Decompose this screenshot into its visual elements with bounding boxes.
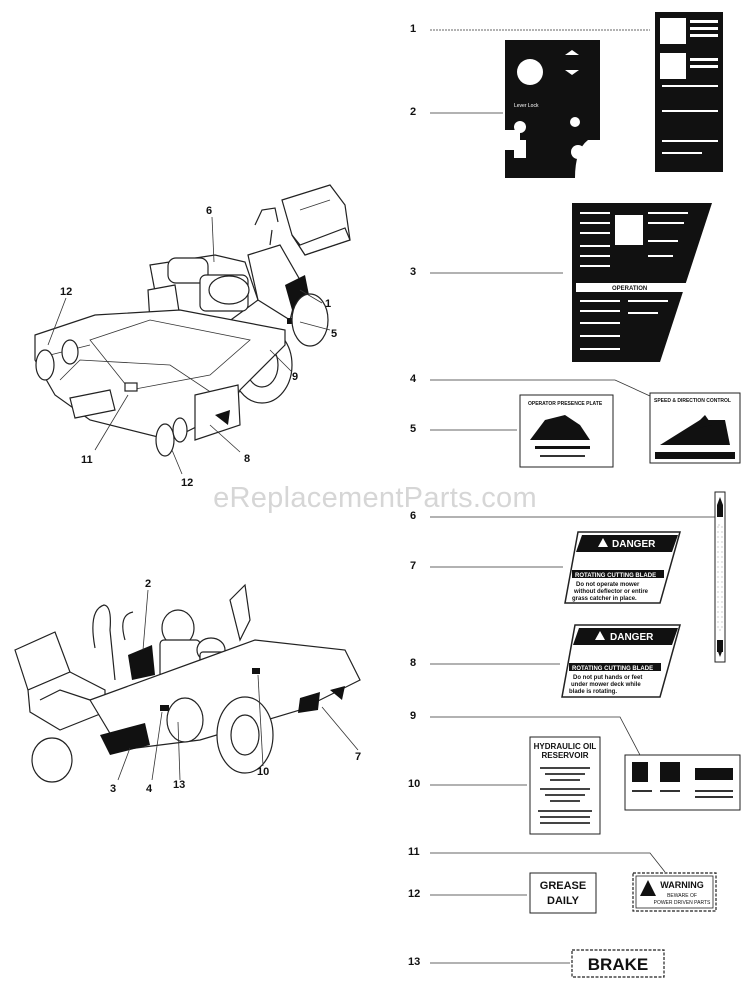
decal-3: OPERATION [572,203,712,362]
decal-7-line1: ROTATING CUTTING BLADE [575,573,656,579]
callout-bottom-10: 10 [257,766,270,778]
decal-4-title: SPEED & DIRECTION CONTROL [654,398,731,404]
decal-1 [655,12,723,172]
decal-number-4: 4 [410,373,417,385]
decal-number-10: 10 [408,778,421,790]
decal-9 [624,754,741,811]
decal-2-lever-label: Lever Lock [514,103,539,109]
callout-top-9: 9 [292,371,299,383]
decal-11: WARNING BEWARE OF POWER DRIVEN PARTS [632,872,717,912]
decal-number-13: 13 [408,956,421,968]
decal-8-title: DANGER [610,632,654,643]
mower-illustration-front [34,184,351,475]
decal-number-2: 2 [410,106,417,118]
callout-bottom-7: 7 [355,751,362,763]
callout-bottom-4: 4 [146,783,153,795]
decal-10-line1: HYDRAULIC OIL [534,742,597,751]
decal-8-line2: Do not put hands or feet [573,675,642,681]
decal-10-line2: RESERVOIR [542,751,589,760]
decal-number-5: 5 [410,423,417,435]
callout-top-1: 1 [325,298,332,310]
decal-number-7: 7 [410,560,417,572]
mower-illustration-rear [14,583,361,783]
decal-number-12: 12 [408,888,421,900]
callout-top-11: 11 [81,454,93,466]
decal-12: GREASE DAILY [529,872,597,914]
watermark: eReplacementParts.com [213,482,537,514]
decal-4: SPEED & DIRECTION CONTROL [649,392,741,464]
decal-number-1: 1 [410,23,417,35]
callout-top-5: 5 [331,328,338,340]
decal-number-6: 6 [410,510,417,522]
decal-leader-lines [430,29,715,964]
decal-10: HYDRAULIC OIL RESERVOIR [529,736,601,835]
callout-top-6: 6 [206,205,213,217]
decal-number-3: 3 [410,266,417,278]
decal-11-line1: BEWARE OF [667,893,697,899]
callout-top-12b: 12 [181,477,194,489]
decal-8-line1: ROTATING CUTTING BLADE [572,666,653,672]
decal-7-line4: grass catcher in place. [572,596,637,602]
decal-8-line4: blade is rotating. [569,689,617,695]
decal-7: DANGER ROTATING CUTTING BLADE Do not ope… [564,531,681,604]
callout-top-12a: 12 [60,286,73,298]
decal-5-title: OPERATOR PRESENCE PLATE [528,401,603,407]
decal-5: OPERATOR PRESENCE PLATE [519,394,614,468]
callout-bottom-13: 13 [173,779,186,791]
callout-top-8: 8 [244,453,251,465]
decal-13-label: BRAKE [588,955,648,974]
decal-12-line2: DAILY [547,895,580,907]
decal-6 [714,491,726,663]
callout-bottom-3: 3 [110,783,117,795]
decal-8-line3: under mower deck while [571,682,641,688]
decal-2: Lever Lock [505,40,600,178]
decal-number-9: 9 [410,710,417,722]
decal-11-title: WARNING [660,880,704,890]
decal-number-11: 11 [408,846,420,858]
decal-7-line3: without deflector or entire [573,589,649,595]
decal-8: DANGER ROTATING CUTTING BLADE Do not put… [561,624,681,698]
decal-7-line2: Do not operate mower [576,582,640,588]
decal-12-line1: GREASE [540,880,586,892]
decal-3-header: OPERATION [612,286,647,292]
decal-7-title: DANGER [612,539,656,550]
decal-13: BRAKE [571,949,665,978]
decal-11-line2: POWER DRIVEN PARTS [654,900,711,906]
decal-number-8: 8 [410,657,417,669]
callout-bottom-2: 2 [145,578,152,590]
